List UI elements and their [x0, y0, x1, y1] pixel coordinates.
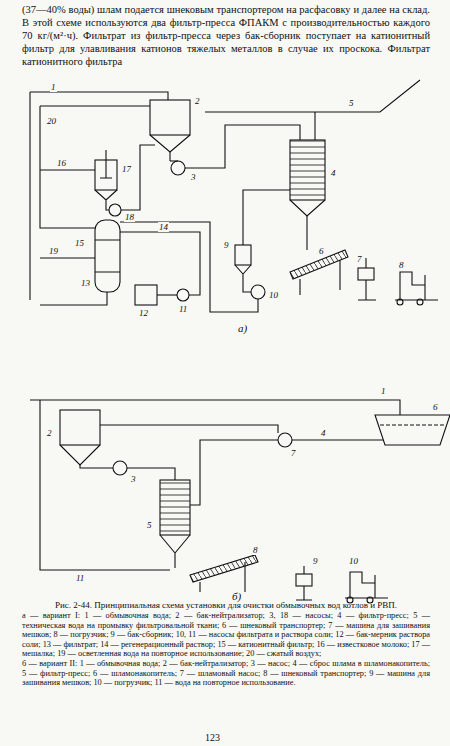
- callout-number: 3: [190, 172, 197, 182]
- callout-number: 5: [348, 98, 355, 108]
- legend-text: б — вариант II: 1 — обмывочная вода; 2 —…: [22, 659, 430, 688]
- callout-number: 11: [178, 304, 188, 314]
- callout-number: 7: [290, 448, 297, 458]
- callout-number: 4: [330, 168, 337, 178]
- callout-number: 4: [320, 428, 327, 438]
- figure-caption: Рис. 2-44. Принципиальная схема установк…: [22, 600, 430, 611]
- callout-number: 20: [46, 116, 57, 126]
- scheme-b: [30, 400, 450, 603]
- callout-number: 19: [48, 246, 59, 256]
- caption-block: Рис. 2-44. Принципиальная схема установк…: [22, 600, 430, 688]
- callout-number: 6: [432, 402, 439, 412]
- callout-number: 13: [80, 278, 91, 288]
- callout-number: 11: [75, 573, 85, 583]
- callout-number: 12: [138, 308, 149, 318]
- callout-number: 16: [56, 158, 67, 168]
- callout-number: 14: [158, 222, 169, 232]
- callout-number: 6: [318, 246, 325, 256]
- callout-number: 18: [124, 212, 135, 222]
- callout-number: 7: [356, 254, 363, 264]
- part-label: б): [232, 590, 241, 602]
- callout-number: 17: [121, 164, 132, 174]
- callout-number: 10: [268, 290, 279, 300]
- callout-number: 8: [398, 260, 405, 270]
- scheme-a: [30, 80, 438, 312]
- callout-number: 15: [74, 238, 85, 248]
- callout-number: 2: [194, 96, 201, 106]
- callout-number: 8: [252, 545, 259, 555]
- body-text: (37—40% воды) шлам подается шнековым тра…: [22, 3, 430, 68]
- callout-number: 3: [130, 474, 137, 484]
- callout-number: 5: [146, 520, 153, 530]
- callout-number: 1: [380, 386, 387, 396]
- callout-number: 2: [46, 428, 53, 438]
- legend-text: а — вариант I: 1 — обмывочная вода; 2 — …: [22, 611, 430, 659]
- page-number: 123: [205, 732, 220, 743]
- callout-number: 10: [348, 556, 359, 566]
- callout-number: 1: [50, 82, 57, 92]
- callout-number: 9: [223, 240, 230, 250]
- part-label: а): [238, 322, 247, 334]
- callout-number: 9: [312, 556, 319, 566]
